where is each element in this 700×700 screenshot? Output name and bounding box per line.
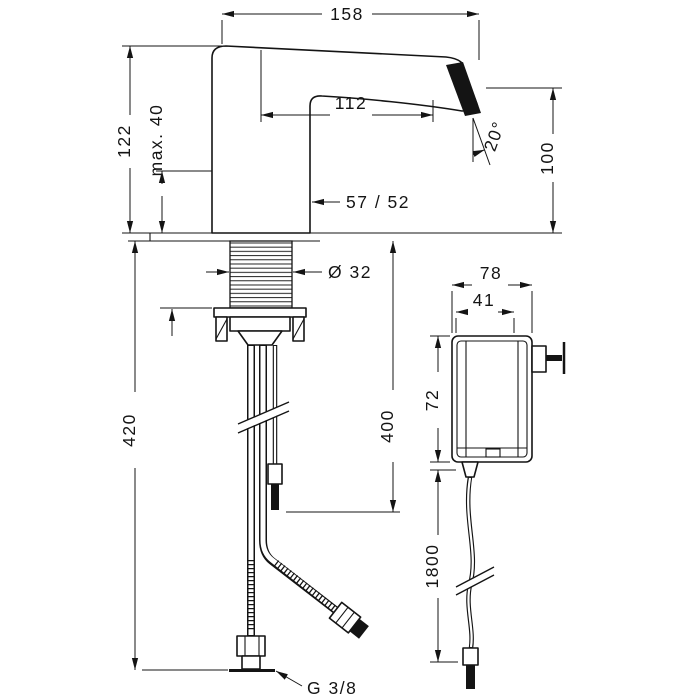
sensor-cable <box>267 345 283 510</box>
cable-strain-relief <box>461 461 479 478</box>
dim-psu-width-label: 78 <box>480 263 502 283</box>
psu-outer-housing <box>451 335 533 463</box>
psu-cable-plug-tip <box>466 665 475 689</box>
dim-spout-heights-label: 57 / 52 <box>346 192 410 212</box>
mounting-hardware <box>160 307 307 346</box>
dim-hose-thread: G 3/8 <box>275 670 357 698</box>
sensor-cable-plug-body <box>267 463 283 485</box>
dim-spout-reach-label: 112 <box>335 93 367 113</box>
braid-texture-diagonal <box>273 560 339 613</box>
dim-psu-cable-length-label: 1800 <box>422 544 442 589</box>
dim-psu-width: 78 <box>451 263 533 333</box>
dim-spout-heights: 57 / 52 <box>312 192 410 212</box>
dim-psu-height: 72 <box>422 335 450 463</box>
dim-hose-thread-label: G 3/8 <box>307 678 357 698</box>
dim-sensor-cable-length-label: 400 <box>377 409 397 443</box>
spray-angle-construction <box>472 117 491 166</box>
dim-max-mounting-thickness: max. 40 <box>146 104 212 233</box>
mounting-nut <box>229 316 291 332</box>
dim-total-reach: 158 <box>221 4 480 60</box>
dim-spray-angle: 20° <box>480 118 509 154</box>
power-supply-unit <box>451 335 566 478</box>
dim-psu-depth-label: 41 <box>473 290 495 310</box>
dim-shank-diameter-label: Ø 32 <box>328 262 372 282</box>
dim-hose-drop-length: 420 <box>119 241 228 671</box>
dim-max-mounting-thickness-label: max. 40 <box>146 104 166 177</box>
dim-outlet-height: 100 <box>486 87 562 233</box>
dim-psu-height-label: 72 <box>422 389 442 411</box>
threaded-shank <box>229 240 293 309</box>
hose-funnel <box>237 330 283 346</box>
dim-hose-drop-length-label: 420 <box>119 413 139 447</box>
dim-psu-cable-length: 1800 <box>422 469 458 663</box>
psu-cable-plug-body <box>462 647 479 666</box>
faucet-body <box>211 45 481 234</box>
dim-sensor-cable-length: 400 <box>286 241 400 513</box>
plug-pin <box>546 355 562 361</box>
deck-surface <box>122 232 562 242</box>
faucet-outline <box>211 45 479 234</box>
hose-break-marks <box>236 401 291 434</box>
angled-hose-connector <box>328 601 369 639</box>
dim-spout-reach: 112 <box>260 50 434 122</box>
plug-body <box>531 345 547 373</box>
dim-total-reach-label: 158 <box>330 4 364 24</box>
dim-shank-diameter: Ø 32 <box>206 262 372 282</box>
supply-hoses <box>247 345 341 636</box>
dim-psu-depth: 41 <box>455 290 515 333</box>
washer-plate <box>213 307 307 318</box>
psu-cable <box>454 476 496 689</box>
water-outlet-face <box>446 62 481 116</box>
dim-spray-angle-label: 20° <box>480 118 509 154</box>
dim-outlet-height-label: 100 <box>537 141 557 175</box>
dim-body-height: 122 <box>114 45 222 233</box>
dim-body-height-label: 122 <box>114 124 134 158</box>
g38-hose-connector <box>229 635 275 672</box>
sensor-cable-plug-tip <box>271 484 279 510</box>
